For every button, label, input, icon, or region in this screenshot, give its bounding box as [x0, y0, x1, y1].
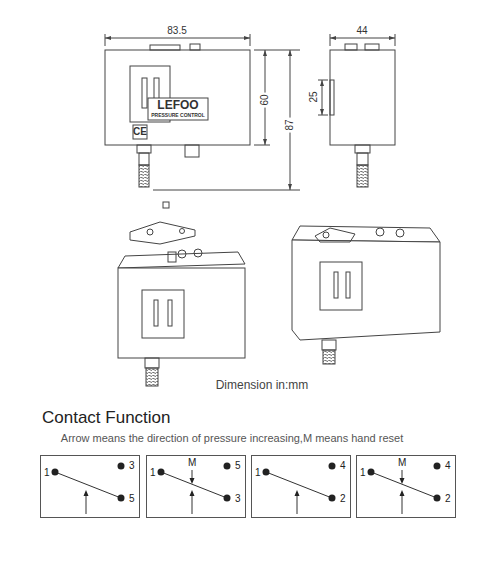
legend-note: Arrow means the direction of pressure in… — [61, 433, 403, 444]
terminal-number: 3 — [129, 461, 135, 471]
terminal-number: 2 — [340, 494, 346, 504]
contact-panel: 1 M 4 2 — [356, 455, 456, 518]
terminal-number: 1 — [44, 468, 50, 478]
ce-mark: CE — [133, 127, 147, 137]
dimension-total: 87 — [284, 117, 296, 132]
reset-mark: M — [398, 458, 406, 468]
contact-symbol — [252, 456, 352, 519]
contact-symbol — [357, 456, 457, 519]
unit-note: Dimension in:mm — [216, 379, 309, 391]
contact-symbol — [41, 456, 141, 519]
brand-subtitle: PRESSURE CONTROL — [151, 113, 205, 118]
contact-panel: 1 M 5 3 — [146, 455, 246, 518]
reset-mark: M — [188, 458, 196, 468]
terminal-number: 4 — [445, 461, 451, 471]
brand-logo: LEFOO — [157, 99, 198, 111]
terminal-number: 1 — [255, 468, 261, 478]
terminal-number: 5 — [235, 461, 241, 471]
dimension-height: 60 — [259, 92, 271, 107]
terminal-number: 2 — [445, 494, 451, 504]
contact-panel: 1 3 5 — [40, 455, 140, 518]
terminal-number: 5 — [129, 494, 135, 504]
section-title: Contact Function — [42, 409, 171, 426]
dimension-window: 25 — [308, 89, 320, 104]
dimension-width: 83.5 — [165, 25, 188, 37]
terminal-number: 1 — [360, 468, 366, 478]
terminal-number: 1 — [150, 468, 156, 478]
terminal-number: 4 — [340, 461, 346, 471]
terminal-number: 3 — [235, 494, 241, 504]
dimension-depth: 44 — [354, 25, 369, 37]
contact-symbol — [147, 456, 247, 519]
contact-panel: 1 4 2 — [251, 455, 351, 518]
